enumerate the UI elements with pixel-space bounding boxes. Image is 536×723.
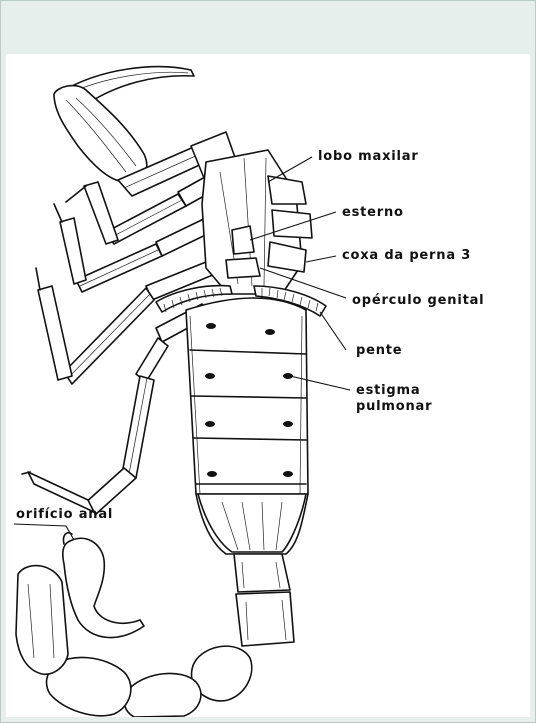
label-operculo-genital: opérculo genital: [352, 293, 484, 308]
label-coxa-perna-3: coxa da perna 3: [342, 248, 471, 263]
label-pulmonar: pulmonar: [356, 399, 432, 414]
mesosoma: [186, 298, 308, 554]
label-lobo-maxilar: lobo maxilar: [318, 149, 419, 164]
prosoma: [202, 150, 312, 294]
header-band: [1, 1, 533, 53]
metasoma-tail: [16, 533, 294, 717]
label-estigma: estigma: [356, 383, 420, 398]
diagram-canvas: lobo maxilar esterno coxa da perna 3 opé…: [6, 54, 530, 717]
label-orificio-anal: orifício anal: [16, 507, 113, 522]
label-pente: pente: [356, 343, 402, 358]
label-esterno: esterno: [342, 205, 404, 220]
scorpion-ventral-diagram: lobo maxilar esterno coxa da perna 3 opé…: [6, 54, 530, 717]
